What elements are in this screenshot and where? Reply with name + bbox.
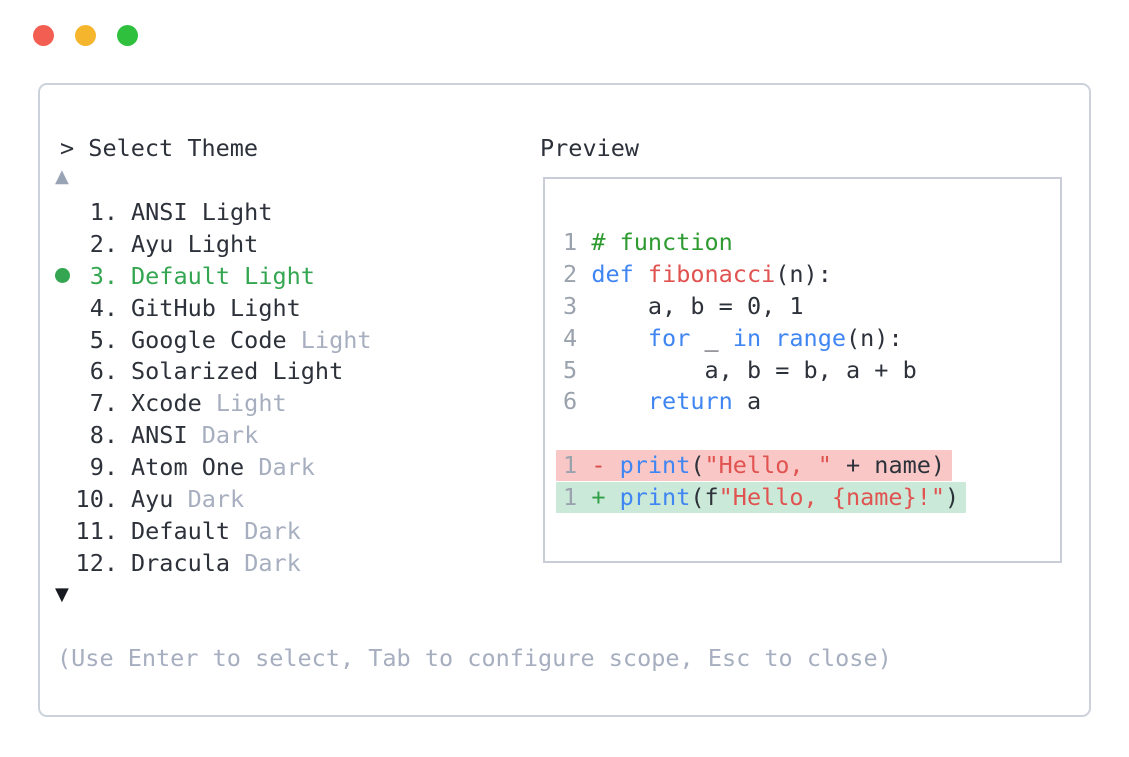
theme-name: Ayu Light bbox=[131, 229, 259, 258]
theme-number: 6. bbox=[89, 357, 118, 386]
line-number: 6 bbox=[563, 387, 578, 416]
selected-dot-icon bbox=[55, 268, 70, 284]
line-number: 5 bbox=[563, 355, 578, 384]
diff-highlight: 1 - print("Hello, " + name) bbox=[556, 450, 953, 482]
code-diff-line-removed: 1 - print("Hello, " + name) bbox=[556, 450, 966, 482]
line-number: 3 bbox=[563, 291, 578, 320]
code-preview: 1 # function 2 def fibonacci(n): 3 a, b = … bbox=[556, 227, 967, 514]
theme-item-atom-one-dark[interactable]: 9. Atom One Dark bbox=[55, 451, 372, 483]
theme-name: Xcode Light bbox=[131, 389, 287, 418]
line-number: 1 bbox=[563, 483, 578, 512]
theme-number: 5. bbox=[89, 325, 118, 354]
maximize-button[interactable] bbox=[117, 25, 138, 46]
theme-number: 11. bbox=[75, 516, 118, 545]
diff-highlight: 1 + print(f"Hello, {name}!") bbox=[556, 482, 967, 514]
theme-name: ANSI Light bbox=[131, 197, 273, 226]
code-line: 5 a, b = b, a + b bbox=[563, 355, 917, 384]
code-line: 2 def fibonacci(n): bbox=[563, 259, 832, 288]
theme-number: 1. bbox=[89, 197, 118, 226]
theme-item-dracula-dark[interactable]: 12. Dracula Dark bbox=[55, 547, 372, 579]
window-controls bbox=[33, 25, 138, 46]
selection-marker bbox=[55, 268, 74, 284]
theme-name: Default Dark bbox=[131, 516, 301, 545]
line-number: 1 bbox=[563, 228, 578, 256]
theme-number: 9. bbox=[89, 453, 118, 482]
theme-picker-dialog: > Select Theme ▲ 1. ANSI Light 2. Ayu Light… bbox=[38, 83, 1091, 717]
code-diff-line-added: 1 + print(f"Hello, {name}!") bbox=[556, 482, 967, 514]
theme-name: Google Code Light bbox=[131, 325, 372, 354]
preview-box: 1 # function 2 def fibonacci(n): 3 a, b = … bbox=[543, 177, 1062, 563]
code-line: 3 a, b = 0, 1 bbox=[563, 291, 804, 320]
code-line: 1 # function bbox=[563, 228, 733, 256]
code-line: 4 for _ in range(n): bbox=[563, 323, 903, 352]
theme-number: 7. bbox=[89, 389, 118, 418]
theme-name: Ayu Dark bbox=[131, 484, 245, 513]
theme-name: Atom One Dark bbox=[131, 453, 315, 482]
theme-name: Default Light bbox=[131, 261, 315, 290]
theme-item-xcode-light[interactable]: 7. Xcode Light bbox=[55, 387, 372, 419]
theme-name: Dracula Dark bbox=[131, 548, 301, 577]
theme-number: 2. bbox=[89, 229, 118, 258]
theme-number: 8. bbox=[89, 421, 118, 450]
line-number: 2 bbox=[563, 259, 578, 288]
theme-number: 3. bbox=[89, 261, 118, 290]
close-button[interactable] bbox=[33, 25, 54, 46]
preview-label: Preview bbox=[540, 134, 640, 162]
theme-item-solarized-light[interactable]: 6. Solarized Light bbox=[55, 355, 372, 387]
theme-item-ayu-light[interactable]: 2. Ayu Light bbox=[55, 228, 372, 260]
theme-name: ANSI Dark bbox=[131, 421, 259, 450]
theme-item-ayu-dark[interactable]: 10. Ayu Dark bbox=[55, 483, 372, 515]
theme-number: 12. bbox=[75, 548, 118, 577]
theme-number: 10. bbox=[75, 484, 118, 513]
theme-name: Solarized Light bbox=[131, 357, 344, 386]
scroll-up-icon[interactable]: ▲ bbox=[55, 166, 69, 187]
theme-item-default-dark[interactable]: 11. Default Dark bbox=[55, 515, 372, 547]
code-blank-line bbox=[563, 418, 966, 450]
minimize-button[interactable] bbox=[75, 25, 96, 46]
theme-item-google-code-light[interactable]: 5. Google Code Light bbox=[55, 324, 372, 356]
line-number: 4 bbox=[563, 323, 578, 352]
help-text: (Use Enter to select, Tab to configure s… bbox=[57, 644, 892, 672]
scroll-down-icon[interactable]: ▼ bbox=[55, 584, 69, 605]
select-theme-prompt: > Select Theme bbox=[60, 134, 259, 162]
line-number: 1 bbox=[563, 451, 578, 480]
theme-item-ansi-light[interactable]: 1. ANSI Light bbox=[55, 196, 372, 228]
theme-item-github-light[interactable]: 4. GitHub Light bbox=[55, 292, 372, 324]
theme-number: 4. bbox=[89, 293, 118, 322]
code-line: 6 return a bbox=[563, 387, 762, 416]
theme-name: GitHub Light bbox=[131, 293, 301, 322]
theme-item-ansi-dark[interactable]: 8. ANSI Dark bbox=[55, 419, 372, 451]
theme-item-default-light[interactable]: 3. Default Light bbox=[55, 260, 372, 292]
